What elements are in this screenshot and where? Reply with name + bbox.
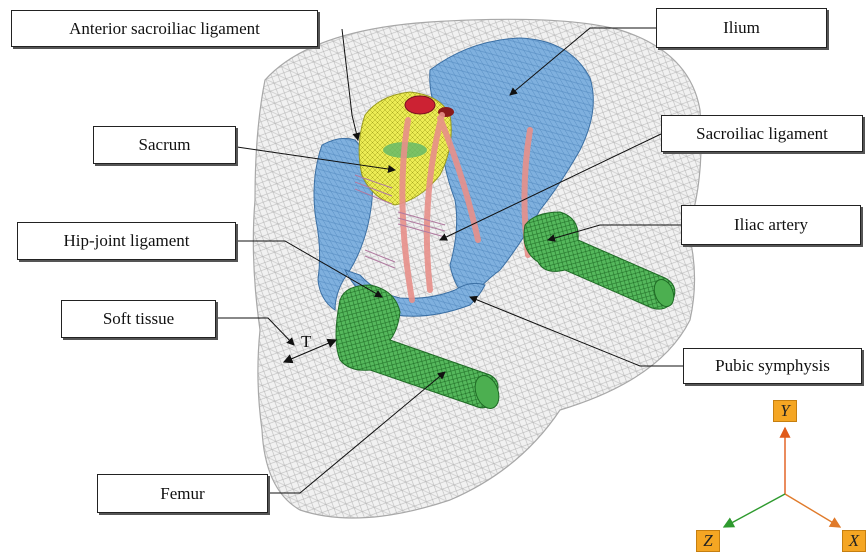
thickness-label: T xyxy=(301,332,311,352)
label-sacroiliac-ligament: Sacroiliac ligament xyxy=(661,115,863,152)
axis-label-z: Z xyxy=(696,530,720,552)
label-pubic-symphysis: Pubic symphysis xyxy=(683,348,862,384)
axis-label-y: Y xyxy=(773,400,797,422)
label-sacrum: Sacrum xyxy=(93,126,236,164)
vertebra-cap xyxy=(405,96,435,114)
label-femur: Femur xyxy=(97,474,268,513)
label-ilium: Ilium xyxy=(656,8,827,48)
coordinate-axes xyxy=(724,428,840,527)
label-anterior-sacroiliac-ligament: Anterior sacroiliac ligament xyxy=(11,10,318,47)
label-soft-tissue: Soft tissue xyxy=(61,300,216,338)
axis-label-x: X xyxy=(842,530,866,552)
label-hip-joint-ligament: Hip-joint ligament xyxy=(17,222,236,260)
label-iliac-artery: Iliac artery xyxy=(681,205,861,245)
